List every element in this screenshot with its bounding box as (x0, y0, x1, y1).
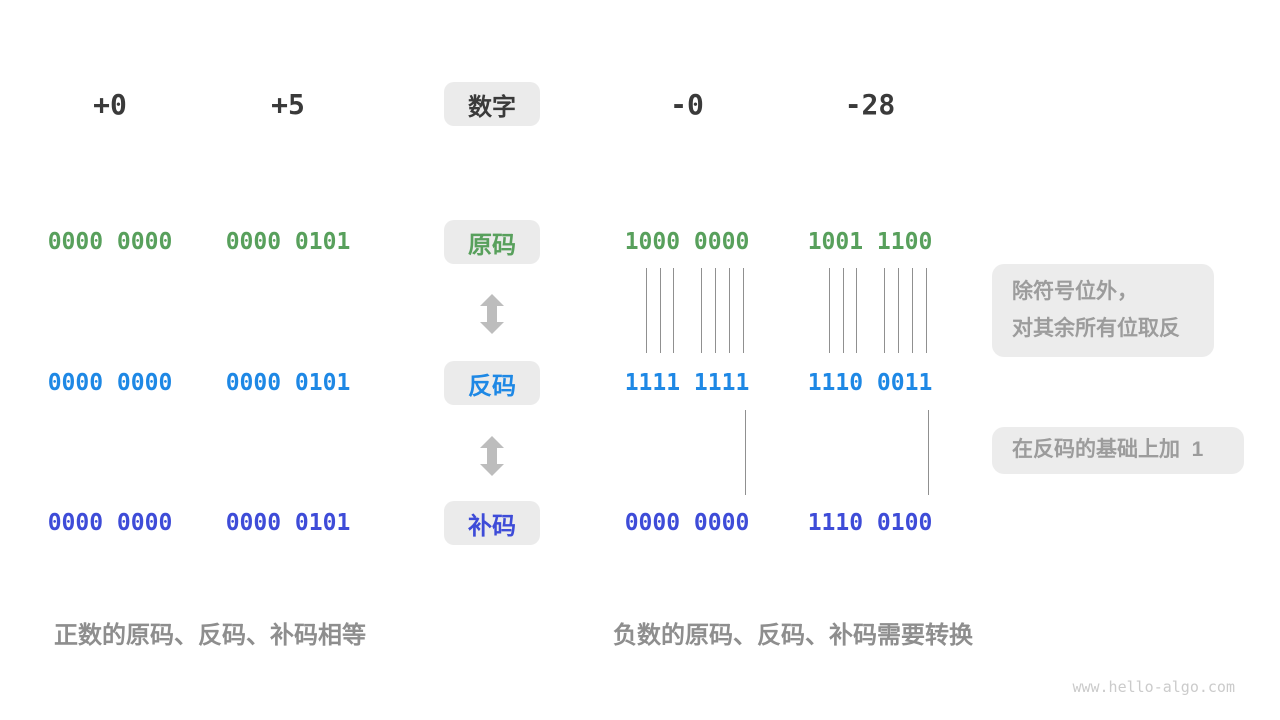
bit-flip-line (673, 268, 674, 353)
add-one-line (745, 410, 746, 495)
bit-flip-line (926, 268, 927, 353)
number-pos-zero: +0 (93, 87, 127, 121)
bit-flip-line (729, 268, 730, 353)
twos-complement-pos-five: 0000 0101 (225, 510, 351, 536)
bit-flip-line (898, 268, 899, 353)
twos-complement-neg-zero: 0000 0000 (624, 510, 750, 536)
sign-code-neg-28: 1001 1100 (807, 229, 933, 255)
bit-flip-line (843, 268, 844, 353)
add-one-line (928, 410, 929, 495)
bit-flip-line (912, 268, 913, 353)
sign-code-pos-zero: 0000 0000 (47, 229, 173, 255)
sign-code-neg-zero: 1000 0000 (624, 229, 750, 255)
ones-complement-neg-zero: 1111 1111 (624, 370, 750, 396)
arrow-head-up (480, 436, 504, 448)
bit-flip-line (646, 268, 647, 353)
up-down-arrow-icon (480, 436, 504, 476)
up-down-arrow-icon (480, 294, 504, 334)
watermark-hello-algo: www.hello-algo.com (1072, 678, 1235, 696)
number-neg-zero: -0 (670, 87, 704, 121)
annotation-flip-bits-line2: 对其余所有位取反 (1012, 316, 1180, 340)
annotation-add-one: 在反码的基础上加 1 (992, 427, 1244, 474)
ones-complement-pos-five: 0000 0101 (225, 370, 351, 396)
bit-flip-line (743, 268, 744, 353)
label-ones-complement: 反码 (444, 361, 540, 405)
annotation-flip-bits-line1: 除符号位外， (1012, 279, 1138, 303)
arrow-shaft (487, 305, 497, 323)
label-number: 数字 (444, 82, 540, 126)
arrow-head-down (480, 464, 504, 476)
annotation-flip-bits: 除符号位外， 对其余所有位取反 (992, 264, 1214, 357)
twos-complement-neg-28: 1110 0100 (807, 510, 933, 536)
label-sign-code: 原码 (444, 220, 540, 264)
number-pos-five: +5 (271, 87, 305, 121)
bit-flip-line (701, 268, 702, 353)
caption-positive-numbers: 正数的原码、反码、补码相等 (54, 621, 366, 649)
label-twos-complement: 补码 (444, 501, 540, 545)
bit-flip-line (715, 268, 716, 353)
arrow-shaft (487, 447, 497, 465)
ones-complement-pos-zero: 0000 0000 (47, 370, 173, 396)
arrow-head-up (480, 294, 504, 306)
bit-flip-line (856, 268, 857, 353)
bit-flip-line (660, 268, 661, 353)
number-neg-28: -28 (844, 87, 896, 121)
annotation-add-one-text: 在反码的基础上加 1 (1012, 438, 1204, 462)
twos-complement-pos-zero: 0000 0000 (47, 510, 173, 536)
caption-negative-numbers: 负数的原码、反码、补码需要转换 (613, 621, 973, 649)
sign-code-pos-five: 0000 0101 (225, 229, 351, 255)
bit-flip-line (884, 268, 885, 353)
ones-complement-neg-28: 1110 0011 (807, 370, 933, 396)
bit-flip-line (829, 268, 830, 353)
arrow-head-down (480, 322, 504, 334)
